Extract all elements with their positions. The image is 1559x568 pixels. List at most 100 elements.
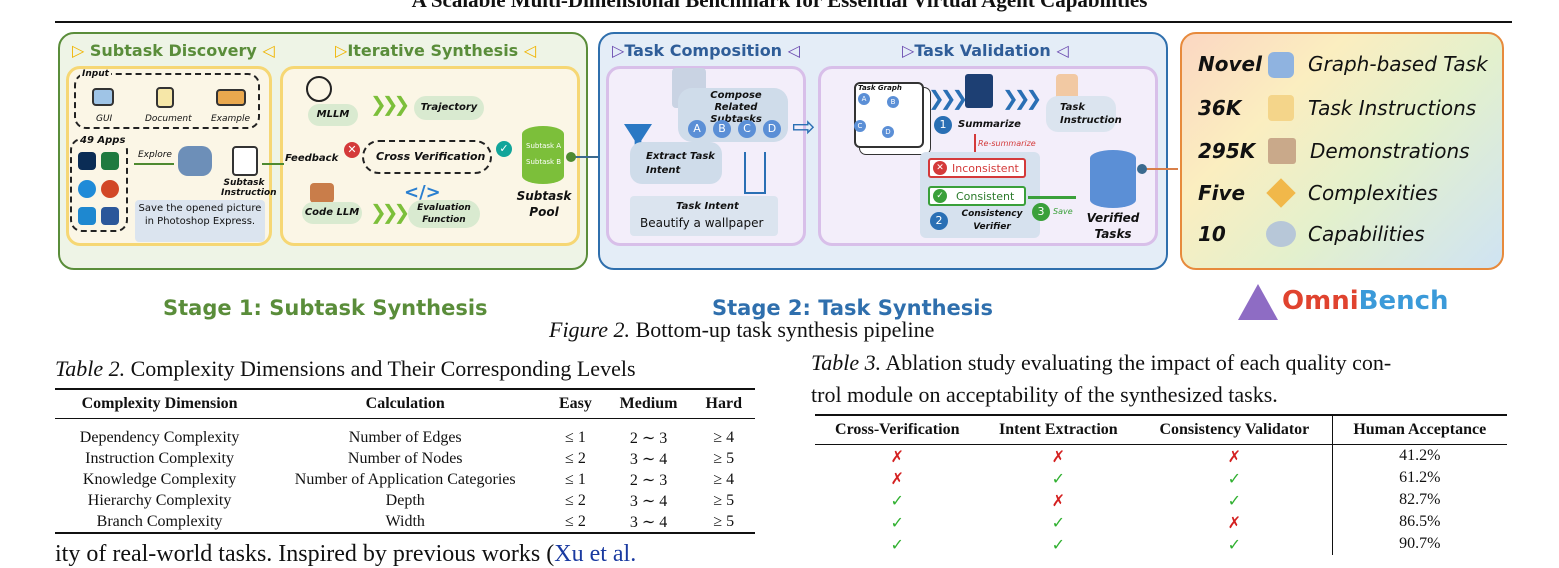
table-cell: ✗ <box>1051 446 1066 466</box>
figure-caption: Figure 2. Bottom-up task synthesis pipel… <box>549 317 935 342</box>
table-cell: ≥ 4 <box>713 470 735 488</box>
table2: Complexity Dimension Calculation Easy Me… <box>55 388 755 534</box>
table-cell: ✓ <box>890 512 904 532</box>
stage-link <box>572 156 622 158</box>
table3-caption-line2: trol module on acceptability of the synt… <box>811 382 1278 407</box>
task-intent-value: Beautify a wallpaper <box>640 216 764 230</box>
resummarize-label: Re-summarize <box>978 139 1036 148</box>
table-cell: ≥ 5 <box>713 491 735 509</box>
code-llm-label: Code LLM <box>302 202 362 224</box>
example-icon <box>216 89 246 106</box>
table-cell: ✓ <box>1227 490 1242 510</box>
stat-label-2: Demonstrations <box>1310 139 1470 163</box>
table-cell: ≥ 5 <box>713 449 735 467</box>
table-cell: 3 ∼ 4 <box>629 492 668 510</box>
table2-header: Hard <box>705 395 742 412</box>
table-cell: Number of Edges <box>348 428 462 446</box>
code-icon: </> <box>404 182 441 203</box>
explore-arrow <box>134 163 174 165</box>
chevrons-1: ❯❯❯ <box>370 92 410 116</box>
table3-header: Consistency Validator <box>1159 421 1310 438</box>
connector-line <box>262 163 284 165</box>
vscode-app-icon <box>78 207 96 225</box>
robot-agent-icon <box>178 146 212 176</box>
stat-label-1: Task Instructions <box>1308 96 1477 120</box>
consistent-badge <box>928 186 1026 206</box>
step-3: 3 <box>1032 203 1050 221</box>
stat-label-4: Capabilities <box>1308 222 1425 246</box>
table-cell: ✗ <box>890 446 904 466</box>
table-cell: Branch Complexity <box>96 512 223 530</box>
table-cell: ✗ <box>1227 512 1242 532</box>
table-cell: ✓ <box>890 490 904 510</box>
table-cell: Dependency Complexity <box>79 428 240 446</box>
pointer-hand-icon <box>1056 74 1078 102</box>
excel-app-icon <box>101 152 119 170</box>
table2-header: Calculation <box>365 395 445 412</box>
openai-icon <box>306 76 332 102</box>
graph-node-a: A <box>858 93 870 105</box>
stats-panel <box>1180 32 1504 270</box>
task-graph-label: Task Graph <box>858 84 902 92</box>
subtask-node-b: B <box>713 120 731 138</box>
table-cell: Depth <box>385 491 425 509</box>
verified-tasks-icon <box>1090 150 1136 208</box>
photoshop-app-icon <box>78 152 96 170</box>
stat-num-3: Five <box>1198 181 1246 205</box>
consistent-label: Consistent <box>956 190 1015 203</box>
citation-link[interactable]: Xu et al. <box>554 541 637 567</box>
subtask-node-a: A <box>688 120 706 138</box>
subtask-instruction-label: Subtask Instruction <box>221 178 277 198</box>
paper-title: A Scalable Multi-Dimensional Benchmark f… <box>411 0 1148 12</box>
task-composition-header: ▷Task Composition ◁ <box>612 41 800 60</box>
input-gui: GUI <box>96 114 113 124</box>
task-intent-label: Task Intent <box>676 201 739 212</box>
stage2-caption: Stage 2: Task Synthesis <box>712 296 993 320</box>
table-cell: 86.5% <box>1331 511 1507 533</box>
extract-box <box>630 142 722 184</box>
table-cell: ≤ 1 <box>565 428 586 446</box>
stat-num-4: 10 <box>1198 222 1226 246</box>
inconsistent-badge <box>928 158 1026 178</box>
compose-label: Compose Related Subtasks <box>710 90 762 125</box>
table-cell: ✓ <box>1051 512 1066 532</box>
skype-app-icon <box>78 180 96 198</box>
pass-icon: ✓ <box>496 141 512 157</box>
input-example: Example <box>211 114 251 124</box>
subtask-node-c: C <box>738 120 756 138</box>
stage-link-dot <box>566 152 576 162</box>
table-row: Knowledge Complexity Number of Applicati… <box>55 469 755 490</box>
table-cell: 82.7% <box>1331 489 1507 511</box>
to-stats-dot <box>1137 164 1147 174</box>
title-rule <box>55 21 1512 23</box>
table3-header: Intent Extraction <box>999 421 1118 438</box>
trajectory-label: Trajectory <box>414 96 484 120</box>
powerpoint-app-icon <box>101 180 119 198</box>
table-cell: Instruction Complexity <box>85 449 234 467</box>
table-row: ✗ ✗ ✗ 41.2% <box>815 444 1507 467</box>
subtask-node-d: D <box>763 120 781 138</box>
chevrons-3: ❯❯❯ <box>928 86 968 110</box>
table2-header: Easy <box>558 395 592 412</box>
presentation-icon <box>1268 138 1296 164</box>
table-cell: ≥ 5 <box>713 512 735 530</box>
document-icon <box>156 87 174 108</box>
table-row: ✓ ✓ ✗ 86.5% <box>815 511 1507 533</box>
table-row: Branch Complexity Width ≤ 2 3 ∼ 4 ≥ 5 <box>55 511 755 533</box>
table2-header-row: Complexity Dimension Calculation Easy Me… <box>55 389 755 419</box>
table-row: Instruction Complexity Number of Nodes ≤… <box>55 448 755 469</box>
table3-header: Human Acceptance <box>1331 415 1507 445</box>
gui-icon <box>92 88 114 106</box>
instruction-doc-icon <box>232 146 258 176</box>
stat-num-1: 36K <box>1198 96 1242 120</box>
table-cell: Number of Application Categories <box>294 470 516 488</box>
table-row: Dependency Complexity Number of Edges ≤ … <box>55 419 755 449</box>
graph-node-b: B <box>887 96 899 108</box>
notepad-icon <box>1268 95 1294 121</box>
table2-header: Complexity Dimension <box>81 395 238 412</box>
table-cell: ✓ <box>890 534 904 554</box>
summarize-label: Summarize <box>958 119 1021 130</box>
feedback-label: Feedback <box>285 153 339 164</box>
iterative-synthesis-header: ▷Iterative Synthesis ◁ <box>335 41 537 60</box>
fail-icon: ✕ <box>344 142 360 158</box>
